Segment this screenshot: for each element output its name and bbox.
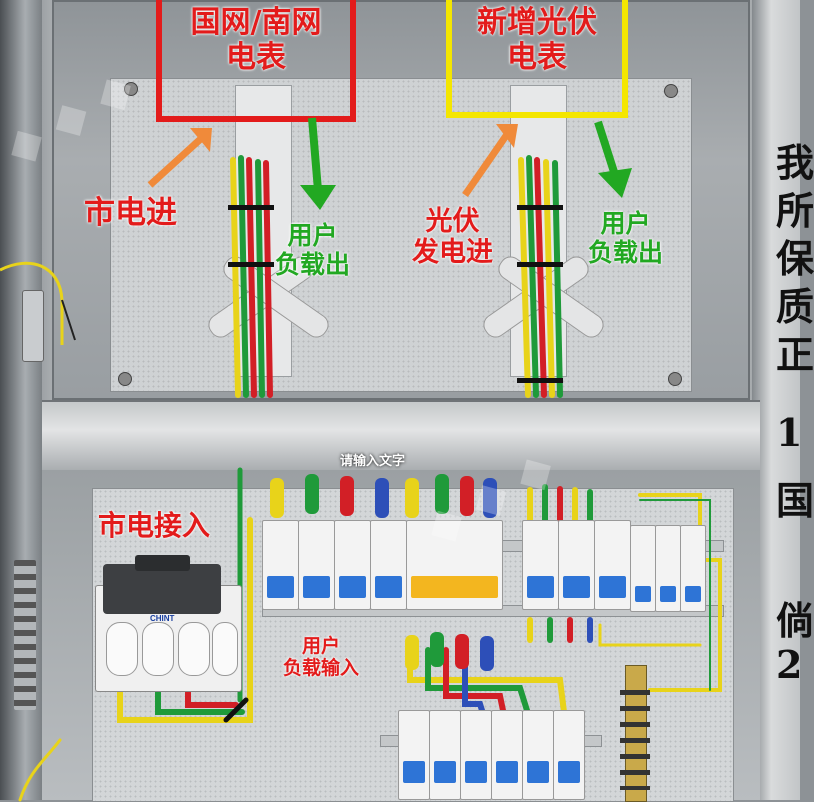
isolator-fuse [106,622,138,676]
grid-meter-label: 国网/南网 电表 [190,5,322,75]
mcb-row-top [262,520,722,615]
ground-bar-screws [620,690,650,790]
side-char: 正 [776,332,814,377]
screw [668,372,682,386]
surge-protector [630,525,656,612]
mcb [262,520,299,610]
orange-arrow-icon [462,124,518,197]
door-hinge-bottom [14,560,36,710]
side-char: 1 [776,410,803,455]
screw [118,372,132,386]
mcb [298,520,335,610]
surge-protector [655,525,681,612]
right-door-panel [752,0,800,800]
rcd-module [406,520,503,610]
mcb [334,520,371,610]
mcb [398,710,430,800]
pv-gen-in-label: 光伏 发电进 [412,206,493,269]
mcb [558,520,595,610]
pv-meter-box [446,0,628,118]
wire-bundle-left [230,155,273,398]
green-arrow-down-icon [594,120,632,198]
orange-arrow-icon [147,128,212,188]
isolator-handle [103,564,221,614]
mcb [491,710,523,800]
grid-in-label: 市电进 [84,195,177,231]
screw [664,84,678,98]
green-arrow-down-icon [300,117,336,210]
door-hinge-top [22,290,44,362]
compartment-divider [42,400,760,474]
side-char: 2 [776,642,803,687]
mcb [460,710,492,800]
pv-meter-label: 新增光伏 电表 [477,5,597,75]
user-load-out-left-label: 用户 负载出 [275,221,351,279]
isolator-fuse [212,622,238,676]
isolator-fuse [142,622,174,676]
wire-bundle-right [518,155,563,398]
mcb [429,710,461,800]
isolator-brand-label: CHINT [150,614,175,623]
mcb-row-bottom [398,710,588,800]
isolator-handle-top [135,555,190,571]
side-char: 所 [776,188,814,233]
isolator-fuse [178,622,210,676]
mcb [370,520,407,610]
upper-wire-bundles [0,155,563,398]
mains-access-label: 市电接入 [98,509,211,542]
upper-arrows [147,117,632,210]
mcb [522,710,554,800]
user-load-out-right-label: 用户 负载出 [588,209,664,267]
grid-meter-box [156,0,356,122]
screw [124,82,138,96]
mcb [522,520,559,610]
mcb [553,710,585,800]
user-load-input-label: 用户 负载输入 [283,635,360,679]
surge-protector [680,525,706,612]
side-char: 保 [776,236,814,281]
mcb [594,520,631,610]
text-box-placeholder: 请输入文字 [340,454,406,469]
side-char: 质 [776,284,814,329]
side-char: 我 [776,140,814,185]
side-char: 国 [776,478,814,523]
side-char: 倘 [776,598,814,643]
